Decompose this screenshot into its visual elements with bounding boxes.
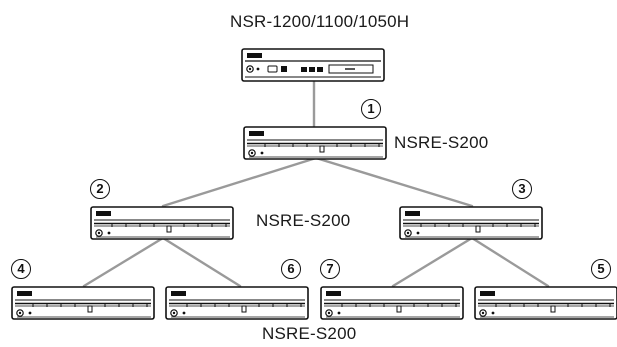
expansion-unit-7 — [320, 286, 464, 320]
connector-unit-3-to-unit-7 — [391, 236, 474, 288]
recorder-model-label: NSR-1200/1100/1050H — [230, 12, 410, 31]
expansion-unit-5 — [474, 286, 617, 320]
connector-unit-1-to-unit-2 — [161, 156, 318, 208]
expansion-level2-label: NSRE-S200 — [256, 211, 351, 230]
main-recorder-device — [241, 48, 385, 82]
unit-number-badge-3: 3 — [512, 179, 532, 199]
expansion-unit-1 — [243, 126, 387, 160]
connector-unit-2-to-unit-6 — [161, 236, 242, 288]
connector-unit-2-to-unit-4 — [82, 236, 165, 288]
unit-number-badge-5: 5 — [591, 259, 611, 279]
expansion-unit-3 — [399, 206, 543, 240]
expansion-unit-4 — [11, 286, 155, 320]
connector-lines — [82, 80, 550, 288]
unit-number-badge-4: 4 — [11, 259, 31, 279]
unit-number-badge-7: 7 — [320, 259, 340, 279]
unit-number-badge-6: 6 — [281, 259, 301, 279]
expansion-unit-2 — [90, 206, 234, 240]
unit-number-badge-2: 2 — [90, 179, 110, 199]
expansion-level1-label: NSRE-S200 — [394, 133, 489, 152]
expansion-level3-label: NSRE-S200 — [262, 324, 357, 343]
connector-unit-3-to-unit-5 — [470, 236, 550, 288]
connector-unit-1-to-unit-3 — [314, 156, 474, 208]
expansion-unit-6 — [165, 286, 309, 320]
unit-number-badge-1: 1 — [361, 99, 381, 119]
